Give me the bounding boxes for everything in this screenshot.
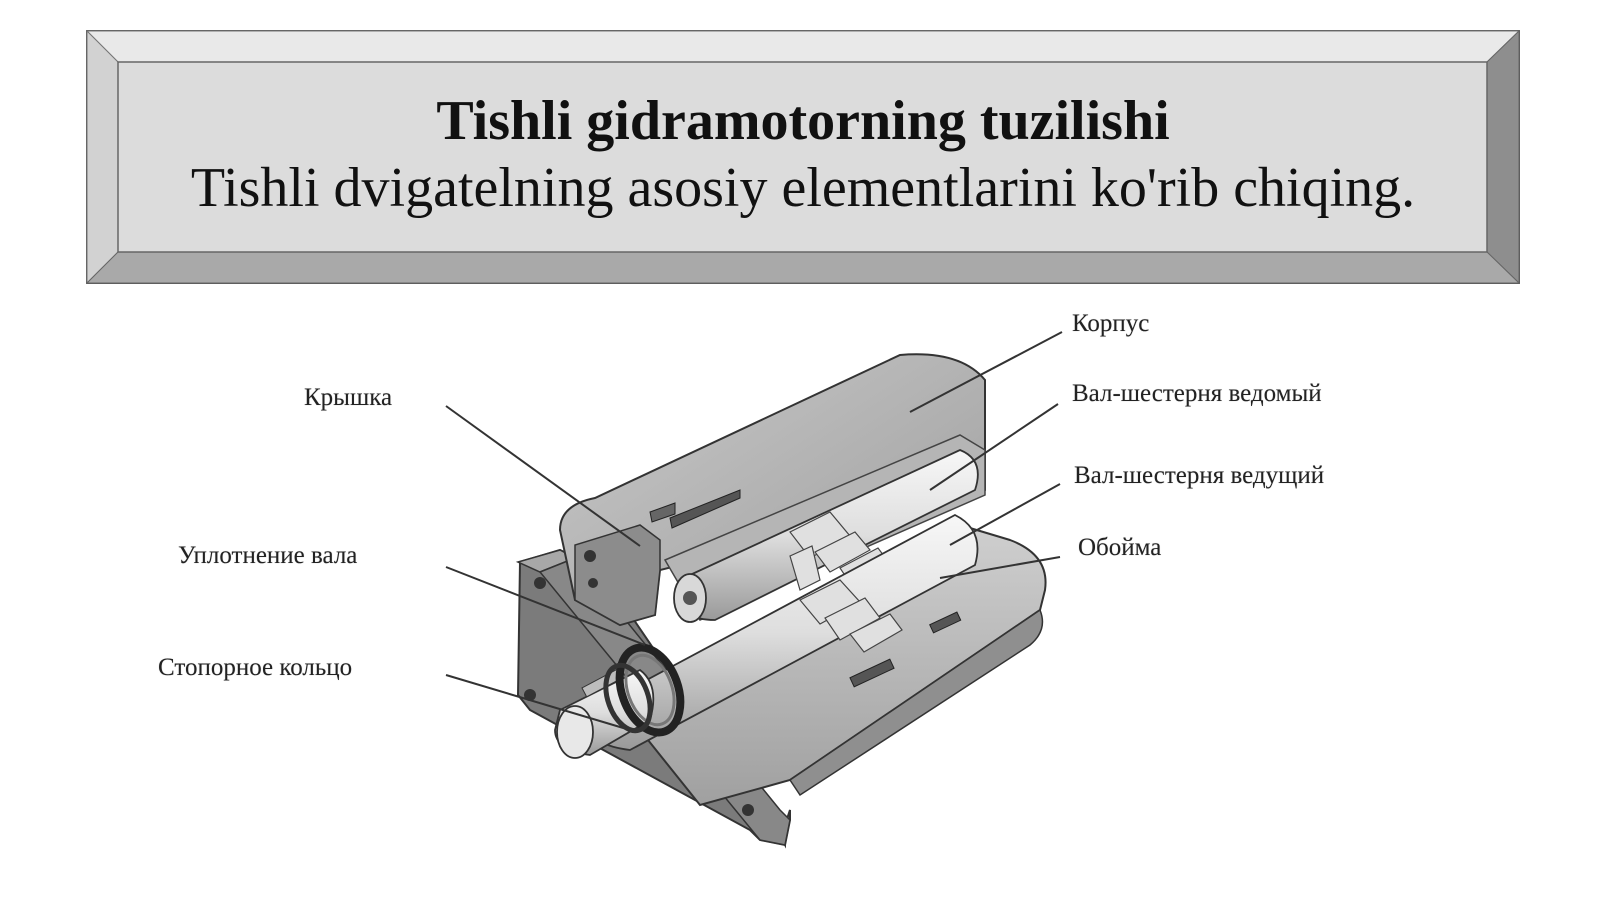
- beveled-frame: [86, 30, 1520, 284]
- leader-cover: [445, 405, 641, 547]
- leader-lines: [445, 331, 1063, 731]
- leader-shaft-seal: [445, 566, 646, 646]
- lower-body: [638, 523, 1047, 807]
- leader-housing: [909, 331, 1063, 413]
- leader-bushing-cage: [939, 556, 1061, 579]
- label-housing: Корпус: [1072, 310, 1150, 337]
- page-subtitle: Tishli dvigatelning asosiy elementlarini…: [190, 157, 1416, 219]
- label-bushing-cage: Обойма: [1078, 534, 1162, 561]
- leader-retaining-ring: [445, 674, 631, 731]
- page-title: Tishli gidramotorning tuzilishi: [436, 89, 1170, 152]
- label-driven-gear-shaft: Вал-шестерня ведомый: [1072, 380, 1322, 407]
- title-text-block: Tishli gidramotorning tuzilishi Tishli d…: [118, 62, 1488, 252]
- gear-motor-diagram: Корпус Крышка Вал-шестерня ведомый Вал-ш…: [0, 300, 1600, 899]
- title-frame: Tishli gidramotorning tuzilishi Tishli d…: [86, 30, 1520, 284]
- label-retaining-ring: Стопорное кольцо: [158, 654, 353, 681]
- label-shaft-seal: Уплотнение вала: [178, 542, 358, 569]
- leader-driven-gear-shaft: [929, 403, 1059, 491]
- retaining-ring: [603, 662, 653, 734]
- label-driving-gear-shaft: Вал-шестерня ведущий: [1074, 462, 1325, 489]
- label-cover: Крышка: [304, 384, 393, 411]
- gear-motor-illustration: [445, 331, 1063, 849]
- shaft-seal: [615, 643, 685, 737]
- leader-driving-gear-shaft: [949, 483, 1061, 546]
